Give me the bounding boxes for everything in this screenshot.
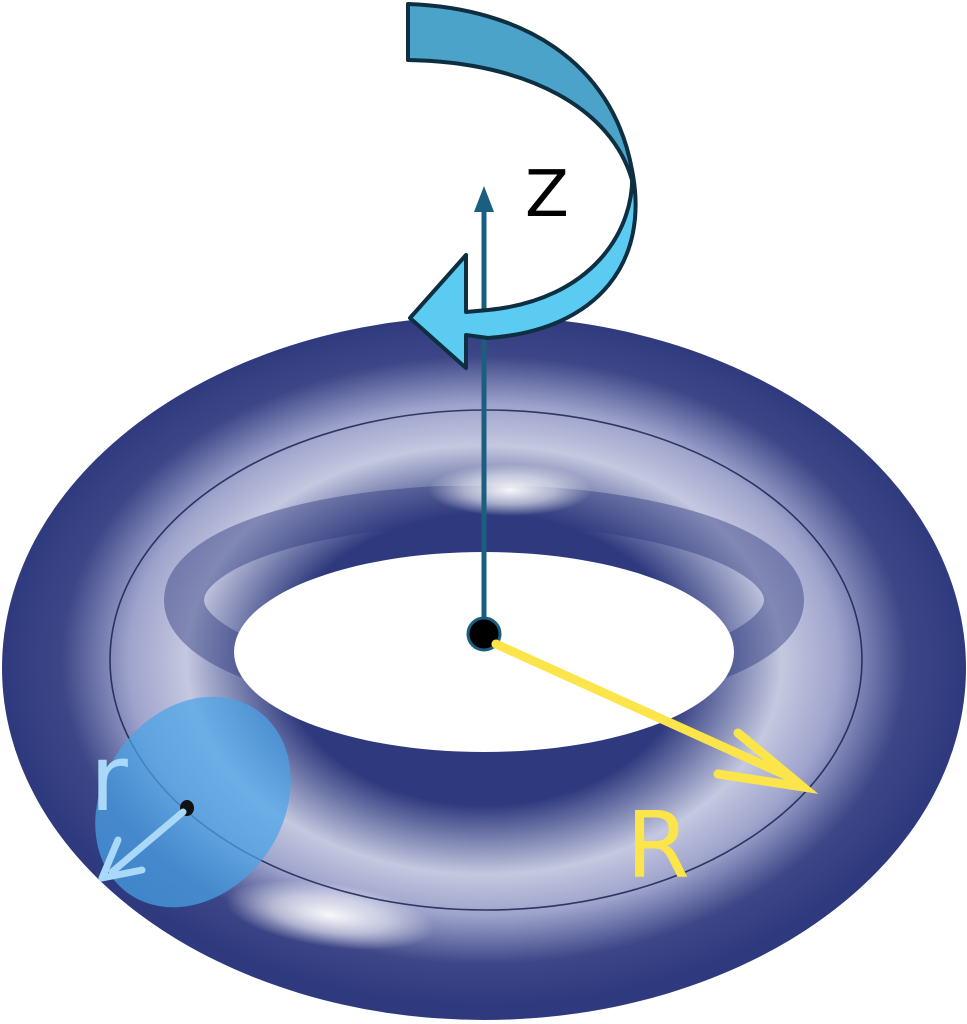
z-axis	[474, 186, 494, 632]
major-radius-label: R	[626, 792, 690, 899]
major-radius-arrowhead	[713, 728, 819, 794]
minor-radius-arrowhead	[98, 836, 146, 882]
z-axis-label: Z	[525, 158, 569, 232]
rotation-arrow-front-band	[408, 168, 638, 370]
torus-highlight-top	[428, 464, 592, 516]
z-axis-arrowhead	[474, 186, 494, 212]
rotation-arrow	[406, 2, 638, 370]
torus-highlight-bottom	[225, 880, 435, 950]
major-radius-arrow	[491, 639, 819, 794]
cross-section-disc	[95, 696, 291, 908]
minor-radius-arrow	[98, 808, 187, 882]
minor-radius-label: r	[90, 725, 128, 832]
rotation-arrow-top-band	[406, 2, 634, 182]
